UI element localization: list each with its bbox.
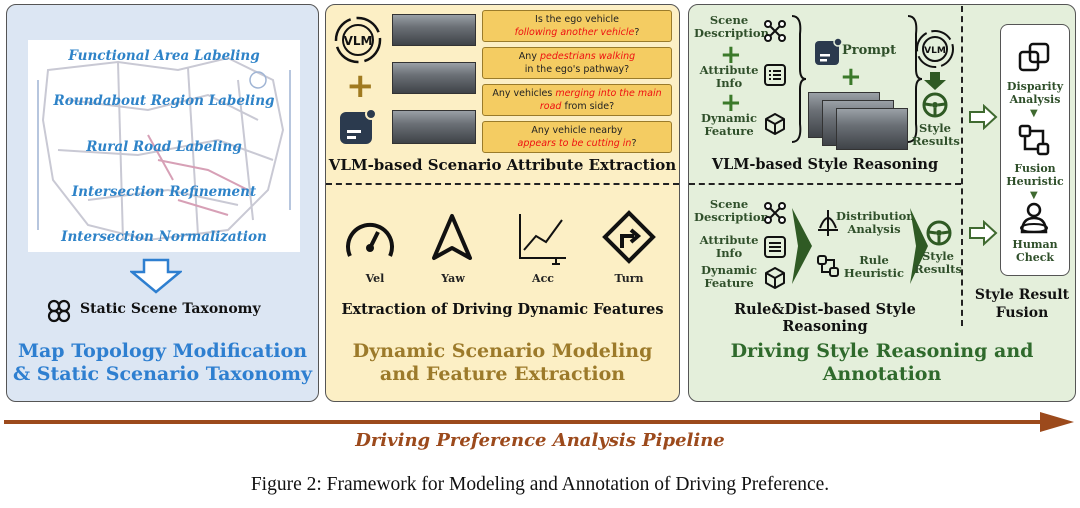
taxonomy-icon bbox=[47, 299, 71, 323]
scene-network-icon bbox=[764, 20, 786, 42]
panel3-vertical-divider bbox=[961, 6, 963, 326]
road-network-graphic bbox=[37, 56, 291, 242]
attribute-list-icon bbox=[764, 64, 786, 86]
top-input-scene-description: Scene Description bbox=[694, 13, 769, 40]
distribution-analysis-label: Distribution Analysis bbox=[836, 209, 915, 236]
bottom-style-results: Style Results bbox=[914, 249, 962, 276]
fusion-down-arrow-2: ▼ bbox=[1030, 190, 1038, 201]
bottom-arrow-left-icon bbox=[792, 208, 812, 284]
down-arrow-green-icon bbox=[924, 72, 946, 90]
panel2-title-line1: Dynamic Scenario Modeling bbox=[352, 340, 653, 362]
top-input-dynamic-feature: Dynamic Feature bbox=[700, 111, 757, 138]
style-result-fusion-label: Style Result Fusion bbox=[974, 287, 1070, 321]
scenario-thumbnail-3 bbox=[392, 110, 476, 144]
feature-label-acc: Acc bbox=[532, 272, 554, 285]
disparity-icon bbox=[1018, 42, 1050, 72]
prompt-plus: + bbox=[840, 62, 862, 92]
down-arrow-icon bbox=[130, 258, 182, 294]
cube-icon bbox=[765, 113, 785, 135]
map-label-intersection-refinement: Intersection Refinement bbox=[71, 184, 257, 200]
vlm-reasoning-icon: VLM bbox=[916, 30, 954, 68]
map-label-roundabout: Roundabout Region Labeling bbox=[53, 93, 275, 109]
scenario-thumbnail-1 bbox=[392, 14, 476, 46]
style-thumb-3 bbox=[836, 108, 908, 150]
feature-label-turn: Turn bbox=[614, 272, 644, 285]
vlm-icon: VLM bbox=[334, 16, 382, 64]
map-label-intersection-normalization: Intersection Normalization bbox=[61, 229, 267, 245]
top-plus-1: + bbox=[720, 40, 742, 70]
top-style-results: Style Results bbox=[912, 121, 960, 148]
panel3-title-line1: Driving Style Reasoning and bbox=[730, 340, 1034, 362]
map-label-functional-area: Functional Area Labeling bbox=[68, 48, 260, 64]
vlm-icon-text: VLM bbox=[344, 34, 373, 48]
panel3-horizontal-divider bbox=[689, 183, 961, 185]
panel2-divider bbox=[326, 183, 679, 185]
acceleration-chart-icon bbox=[519, 214, 566, 265]
panel1-title-line2: & Static Scenario Taxonomy bbox=[12, 363, 313, 385]
bottom-attribute-list-icon bbox=[764, 236, 786, 258]
fusion-step-disparity: Disparity Analysis bbox=[1006, 80, 1064, 106]
vlm-reasoning-icon-text: VLM bbox=[924, 46, 946, 56]
rule-heuristic-icon bbox=[817, 255, 839, 277]
feature-label-vel: Vel bbox=[365, 272, 385, 285]
fusion-arrow-bottom-icon bbox=[969, 220, 998, 246]
top-brace-right-icon bbox=[907, 15, 923, 143]
fusion-down-arrow-1: ▼ bbox=[1030, 108, 1038, 119]
vlm-reasoning-subtitle: VLM-based Style Reasoning bbox=[711, 156, 939, 173]
bottom-cube-icon bbox=[765, 267, 785, 289]
scenario-thumbnail-2 bbox=[392, 62, 476, 94]
distribution-icon bbox=[818, 210, 838, 236]
turn-sign-icon bbox=[602, 210, 656, 264]
human-check-icon bbox=[1020, 202, 1048, 234]
panel3-title-line2: Annotation bbox=[822, 363, 942, 385]
feature-label-yaw: Yaw bbox=[441, 272, 465, 285]
fusion-arrow-top-icon bbox=[969, 104, 998, 130]
top-brace-icon bbox=[791, 15, 807, 143]
prompt-label: Prompt bbox=[842, 43, 897, 58]
dynamic-features-subtitle: Extraction of Driving Dynamic Features bbox=[341, 301, 664, 318]
yaw-arrow-icon bbox=[432, 214, 472, 260]
plus-sign: + bbox=[346, 66, 375, 106]
road-map-image: Functional Area Labeling Roundabout Regi… bbox=[28, 40, 300, 252]
steering-wheel-icon bbox=[922, 92, 948, 118]
rule-dist-subtitle: Rule&Dist-based Style Reasoning bbox=[734, 301, 916, 335]
prompt-doc-icon bbox=[340, 108, 377, 144]
question-3: Any vehicles merging into the main road … bbox=[482, 84, 672, 116]
bottom-input-dynamic-feature: Dynamic Feature bbox=[700, 263, 757, 290]
fusion-heuristic-icon bbox=[1018, 124, 1050, 156]
panel1-title-line1: Map Topology Modification bbox=[17, 340, 308, 362]
bottom-scene-network-icon bbox=[764, 202, 786, 224]
fusion-step-human-check: Human Check bbox=[1012, 238, 1058, 264]
static-scene-taxonomy-label: Static Scene Taxonomy bbox=[80, 301, 261, 317]
bottom-input-attribute-info: Attribute Info bbox=[699, 233, 759, 260]
map-label-rural-road: Rural Road Labeling bbox=[86, 139, 242, 155]
top-input-attribute-info: Attribute Info bbox=[699, 63, 759, 90]
pipeline-label: Driving Preference Analysis Pipeline bbox=[355, 430, 725, 451]
speedometer-icon bbox=[346, 222, 394, 257]
vlm-extraction-subtitle: VLM-based Scenario Attribute Extraction bbox=[328, 156, 677, 174]
top-plus-2: + bbox=[720, 88, 742, 118]
bottom-steering-wheel-icon bbox=[926, 220, 952, 246]
panel2-title-line2: and Feature Extraction bbox=[379, 363, 626, 385]
fusion-step-heuristic: Fusion Heuristic bbox=[1006, 162, 1064, 188]
bottom-arrow-right-icon bbox=[910, 208, 928, 284]
prompt-icon bbox=[815, 38, 842, 65]
rule-heuristic-label: Rule Heuristic bbox=[843, 253, 905, 280]
bottom-input-scene-description: Scene Description bbox=[694, 197, 769, 224]
figure-caption: Figure 2: Framework for Modeling and Ann… bbox=[250, 474, 830, 495]
pipeline-arrow-icon bbox=[4, 412, 1074, 432]
